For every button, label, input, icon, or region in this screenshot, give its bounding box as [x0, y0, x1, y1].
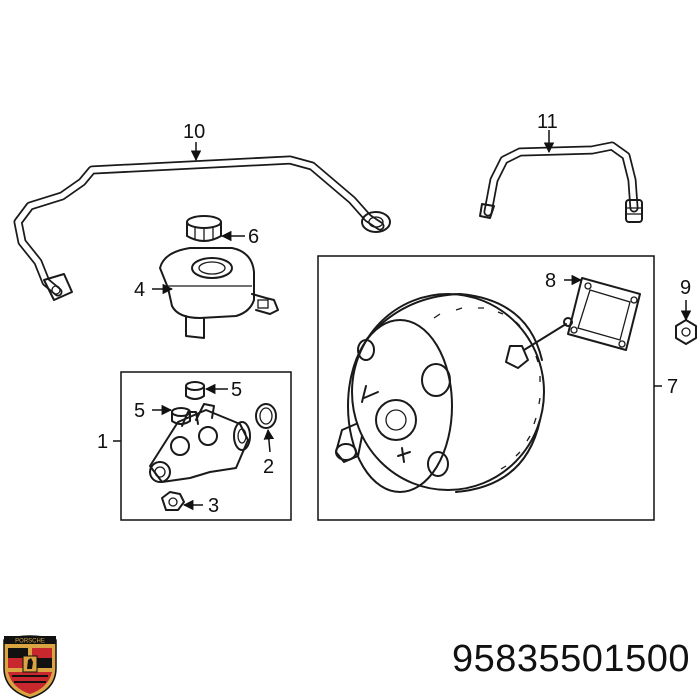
- callout-3: 3: [208, 495, 219, 517]
- callout-11: 11: [537, 111, 558, 133]
- nut-9: [675, 319, 697, 345]
- brake-booster-group-box: [317, 255, 655, 521]
- logo-brand-text: PORSCHE: [15, 639, 45, 645]
- callout-8: 8: [545, 270, 556, 292]
- callout-1: 1: [97, 431, 108, 453]
- callout-7: 7: [667, 376, 678, 398]
- nut-3: [161, 491, 185, 511]
- callout-labels: 10 11 6 4 5 5 1 2 3 7 8 9: [97, 111, 691, 517]
- callout-4: 4: [134, 279, 145, 301]
- reservoir-cap-6: [186, 215, 222, 242]
- plug-5-upper: [185, 381, 205, 400]
- leader-lines: [113, 130, 692, 511]
- fluid-reservoir-4: [159, 247, 279, 339]
- master-cylinder-group-box: [120, 371, 292, 521]
- porsche-crest-logo: PORSCHE: [3, 635, 57, 699]
- callout-6: 6: [248, 226, 259, 248]
- brake-booster-7: [335, 293, 573, 493]
- callout-2: 2: [263, 456, 274, 478]
- seal-ring-2: [255, 403, 277, 429]
- gasket-8: [567, 277, 641, 351]
- callout-10: 10: [183, 121, 205, 143]
- part-number: 95835501500: [452, 638, 690, 680]
- vacuum-hose-10: [13, 155, 391, 301]
- vacuum-hose-11: [479, 141, 643, 223]
- master-cylinder-1: [149, 403, 251, 483]
- callout-9: 9: [680, 277, 691, 299]
- callout-5-upper: 5: [231, 379, 242, 401]
- callout-5-lower: 5: [134, 400, 145, 422]
